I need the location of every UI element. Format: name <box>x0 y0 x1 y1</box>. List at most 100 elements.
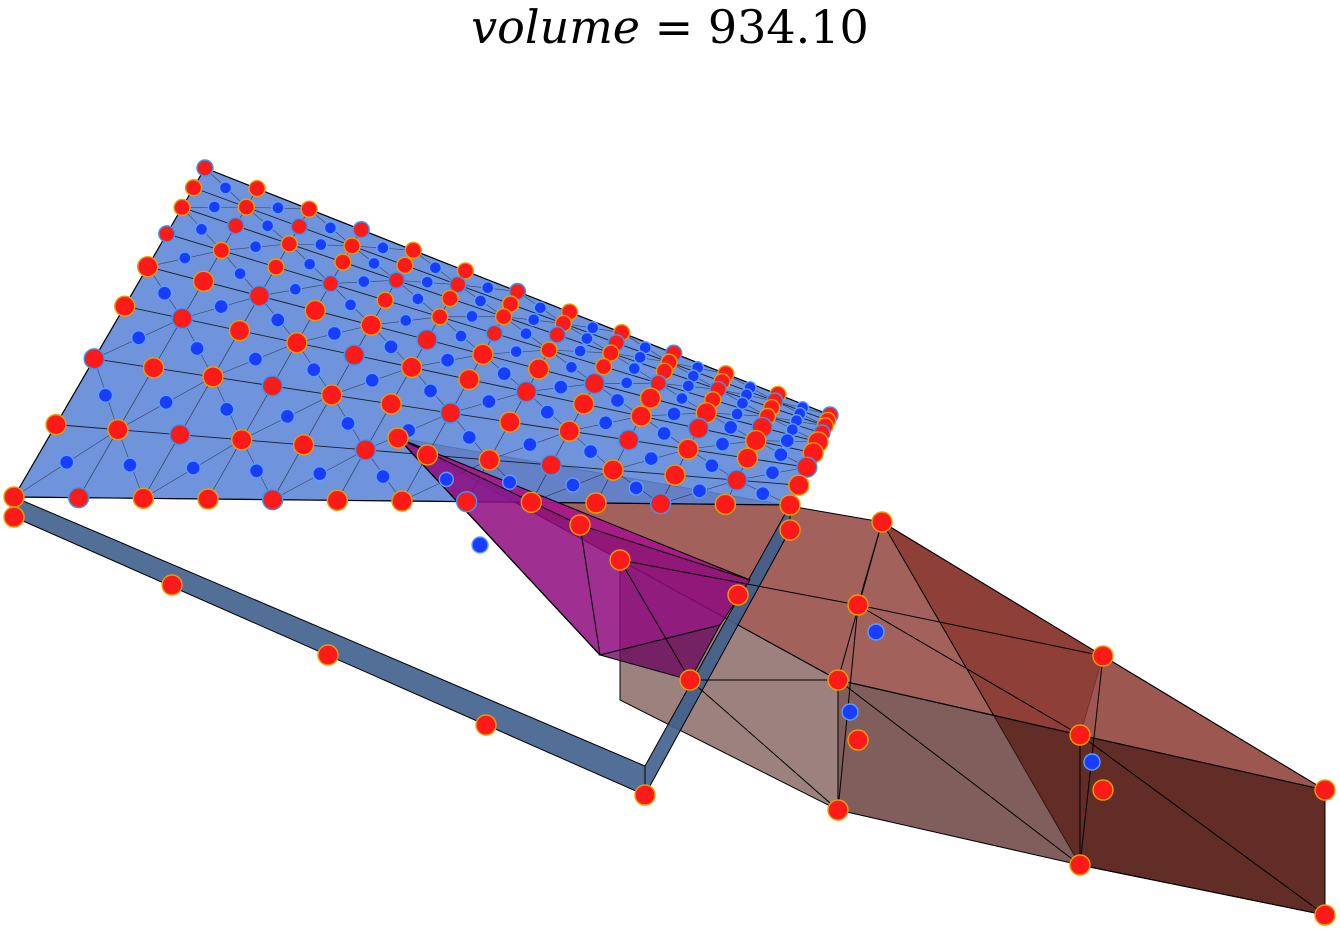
mesh-node <box>169 424 191 446</box>
block-edge <box>619 559 691 681</box>
mesh-node <box>142 357 165 379</box>
mesh-node <box>481 393 497 410</box>
mesh-node <box>288 282 303 296</box>
mesh-node <box>1092 645 1114 667</box>
mesh-node <box>458 368 480 391</box>
mesh-node <box>735 396 750 411</box>
block-edge <box>619 559 859 606</box>
mesh-edge <box>272 250 414 500</box>
mesh-node <box>189 340 205 357</box>
mesh-node <box>1069 854 1091 876</box>
block-edge <box>1102 655 1326 791</box>
mesh-node <box>314 237 328 252</box>
mesh-node <box>520 491 543 514</box>
mesh-node <box>602 344 620 362</box>
mesh-node <box>585 492 607 514</box>
mesh-node <box>449 275 467 294</box>
mesh-node <box>691 483 708 499</box>
mesh-node <box>279 408 296 425</box>
mesh-node <box>122 457 138 473</box>
mesh-node <box>192 270 215 293</box>
mesh-edge <box>78 188 258 498</box>
mesh-node <box>609 392 626 409</box>
plot-title: volume = 934.10 <box>0 0 1340 60</box>
mesh-node <box>416 329 438 351</box>
mesh-node <box>387 271 406 289</box>
mesh-node <box>867 623 885 641</box>
mesh-edge <box>143 208 310 499</box>
mesh-node <box>321 384 343 406</box>
mesh-node <box>519 327 533 341</box>
mesh-node <box>628 480 644 496</box>
mesh-node <box>439 402 462 424</box>
mesh-node <box>481 281 495 295</box>
mesh-node <box>779 519 801 541</box>
mesh-node <box>539 404 556 420</box>
wedge-edge <box>579 524 601 656</box>
mesh-node <box>367 256 381 271</box>
mesh-node <box>438 471 455 488</box>
mesh-node <box>248 240 263 254</box>
mesh-node <box>582 443 599 460</box>
mesh-node <box>586 321 600 335</box>
mesh-node <box>573 344 587 358</box>
mesh-node <box>156 285 173 301</box>
mesh-node <box>499 411 521 433</box>
mesh-node <box>441 289 459 308</box>
mesh-node <box>428 261 443 275</box>
mesh-node <box>300 200 318 218</box>
mesh-node <box>343 344 365 366</box>
mesh-node <box>472 343 494 366</box>
mesh-node <box>383 339 399 355</box>
mesh-node <box>773 446 789 463</box>
mesh-edge <box>13 167 206 498</box>
block-edge <box>1079 734 1326 916</box>
mesh-node <box>597 415 614 431</box>
mesh-node <box>841 703 859 721</box>
mesh-node <box>456 262 475 280</box>
wedge-end <box>598 624 721 681</box>
mesh-node <box>400 356 423 378</box>
mesh-edge <box>207 229 362 500</box>
mesh-node <box>352 221 370 239</box>
mesh-node <box>202 366 224 388</box>
mesh-node <box>454 329 468 343</box>
mesh-node <box>439 352 456 368</box>
mesh-node <box>478 449 501 471</box>
magenta-wedge <box>397 437 751 681</box>
mesh-node <box>639 387 662 409</box>
mesh-node <box>533 301 547 315</box>
mesh-node <box>730 407 744 421</box>
mesh-node <box>527 313 541 327</box>
mesh-node <box>178 251 192 265</box>
mesh-node <box>194 222 209 237</box>
mesh-node <box>334 253 352 271</box>
mesh-node <box>343 298 358 312</box>
mesh-node <box>171 307 193 330</box>
mesh-node <box>3 506 25 528</box>
mesh-node <box>197 488 219 510</box>
mesh-node <box>501 474 518 490</box>
mesh-node <box>583 372 606 395</box>
mesh-node <box>290 217 308 236</box>
mesh-node <box>317 644 339 666</box>
mesh-node <box>522 436 538 453</box>
mesh-node <box>609 549 631 571</box>
wedge-edge <box>397 437 601 656</box>
mesh-node <box>261 488 284 511</box>
mesh-node <box>260 219 275 233</box>
mesh-node <box>617 429 640 451</box>
mesh-node <box>219 401 235 418</box>
mesh-node <box>270 312 286 328</box>
mesh-node <box>664 464 686 486</box>
block-edge <box>1079 734 1326 791</box>
block-edge <box>837 679 1081 866</box>
mesh-node <box>107 418 129 441</box>
block-edge <box>689 679 839 811</box>
mesh-node <box>1092 779 1114 801</box>
mesh-node <box>633 350 647 365</box>
mesh-node <box>455 490 478 513</box>
mesh-node <box>540 454 562 476</box>
mesh-node <box>509 344 523 359</box>
mesh-node <box>681 379 696 393</box>
